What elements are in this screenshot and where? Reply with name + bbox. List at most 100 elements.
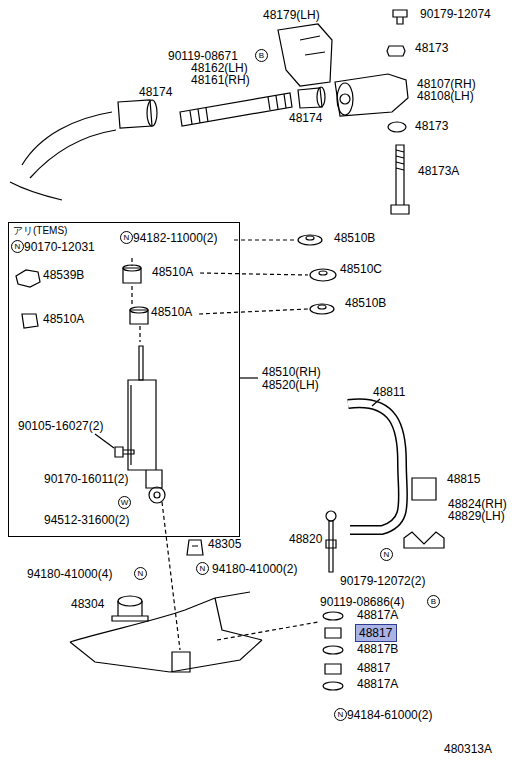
part-number: 480313A [444,742,492,756]
part-number: 90170-12031 [24,240,95,254]
stabilizer-bar [348,403,403,530]
bolt [391,145,409,214]
bracket [278,24,332,86]
anchor-arm [335,74,408,116]
part-number: 48817A [357,608,398,622]
part-number: 48520(LH) [262,378,319,392]
leader [95,434,114,448]
bolt [115,447,134,457]
shock-rod [139,346,143,380]
part-number: 48510A [43,312,84,326]
part-number: 48510C [340,262,382,276]
washer [319,271,327,275]
torsion-bar [180,93,292,126]
part-number: 48173A [418,164,459,178]
dashed-line [132,240,318,650]
part-number: 48817 [357,661,390,675]
part-number: 48304 [71,597,104,611]
symbol-letter: W [118,496,131,509]
symbol-letter: B [427,595,440,608]
part-number: 90119-08671 [168,49,238,63]
shock-mount [172,652,190,672]
symbol-letter: B [255,49,268,62]
part-number: 48829(LH) [448,509,505,523]
part-number: 90119-08686(4) [320,595,405,609]
part-number: 94180-41000(4) [27,567,112,581]
part-number: 48817 [359,626,393,640]
bracket [404,532,444,548]
part-number: 48510B [334,231,375,245]
part-number: 90179-12074 [420,7,491,21]
symbol-letter: N [11,240,24,253]
part-number: 94180-41000(2) [212,562,297,576]
highlight-box: 48817 [355,624,397,642]
spline [190,94,286,124]
part-number: 94182-11000(2) [133,231,218,245]
part-number: 48510A [151,305,192,319]
bushing [412,478,436,500]
group-frame: アリ(TEMS) [8,222,240,537]
leader [372,399,380,406]
symbol-letter: N [134,567,147,580]
part-number: 48107(RH) [417,77,476,91]
part-number: 48815 [447,472,480,486]
shock-eye [149,487,165,503]
part-number: 48162(LH) [191,61,248,75]
part-number: 94512-31600(2) [44,513,129,527]
part-number: 48820 [289,532,322,546]
part-number: 90170-16011(2) [44,472,129,486]
washer [318,305,326,309]
thread [396,150,404,170]
symbol-letter: N [380,548,393,561]
stabilizer-bar [348,403,403,530]
part-number: 48817B [357,642,398,656]
bushing [22,314,38,328]
bump-stop [112,601,148,621]
part-number: 90179-12072(2) [340,574,425,588]
part-number: 94184-61000(2) [347,708,432,722]
bracket [187,540,203,555]
bushing [325,664,341,674]
link-ball [326,511,336,521]
anchor-arm [340,94,350,104]
clamp [317,87,325,107]
bushing [130,307,148,313]
shock-body [130,385,131,465]
shock-eye [154,492,160,498]
washer [388,122,406,132]
part-number: 48108(LH) [417,89,474,103]
washer [298,235,322,245]
anchor-arm [337,83,353,115]
part-number: 48179(LH) [263,8,320,22]
bracket [16,270,40,287]
bushing [325,628,341,638]
link-rod [326,521,336,572]
bolt [393,10,407,24]
part-number: 48173 [415,119,448,133]
part-number: 48539B [43,268,84,282]
part-number: 48510(RH) [262,365,321,379]
leader [240,377,258,378]
symbol-letter: N [120,231,133,244]
washer [310,269,336,281]
part-number: 90105-16027(2) [18,419,103,433]
washer [323,612,343,620]
washer [323,646,343,654]
part-number: 48811 [373,385,405,399]
part-number: 48824(RH) [448,497,507,511]
shock-body [128,380,162,488]
part-number: 48161(RH) [191,73,250,87]
washer [310,304,334,314]
bump-stop [118,596,142,606]
part-number: 48305 [208,537,241,551]
washer [323,682,343,690]
clamp [147,100,157,126]
symbol-letter: N [334,708,347,721]
bushing [123,265,141,271]
part-number: 48174 [289,111,322,125]
nut [387,46,405,56]
frame-arm [10,112,116,200]
washer [306,236,314,240]
lower-frame [70,592,262,672]
